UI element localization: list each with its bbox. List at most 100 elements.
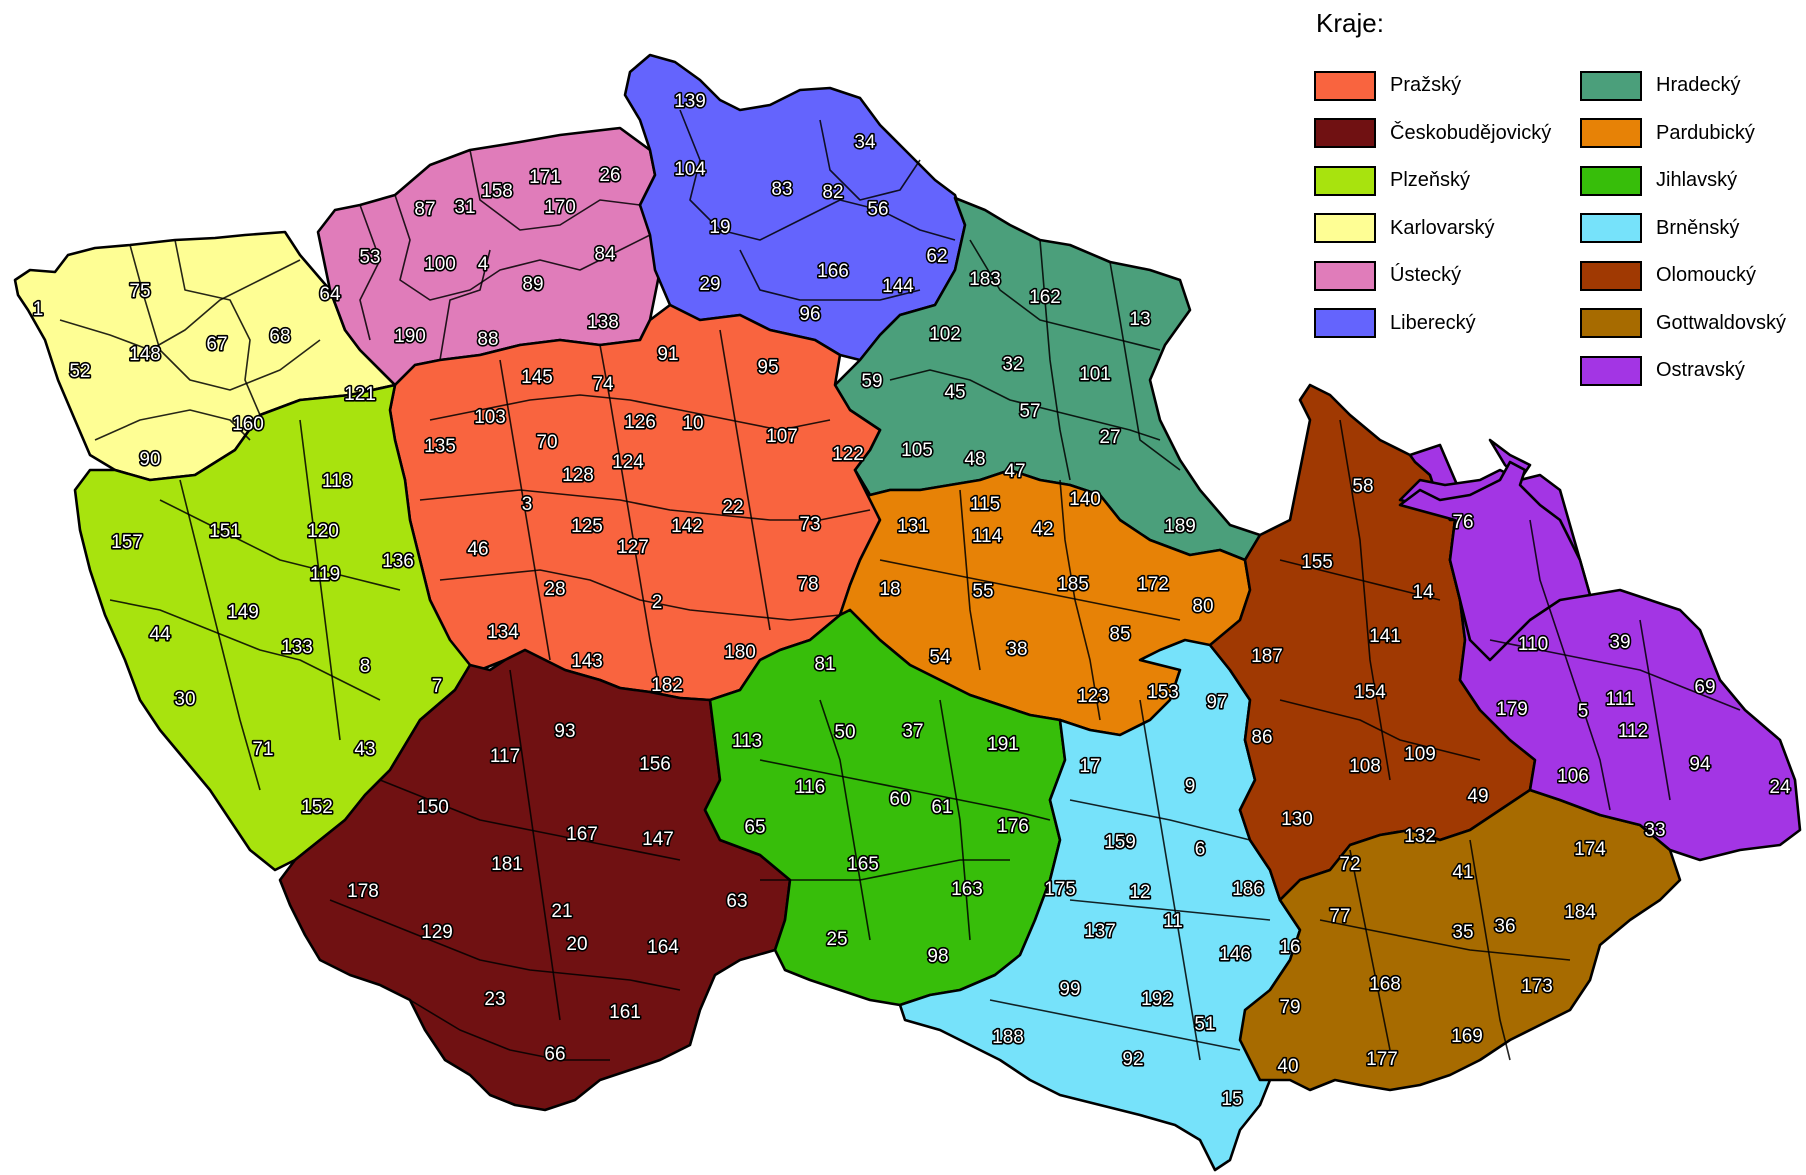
district-label-60: 60 — [889, 789, 910, 810]
district-label-20: 20 — [566, 934, 587, 955]
district-label-23: 23 — [484, 989, 505, 1010]
district-label-172: 172 — [1137, 574, 1169, 595]
legend-label-liberecky: Liberecký — [1390, 311, 1476, 334]
district-label-51: 51 — [1194, 1014, 1215, 1035]
legend-item-prazsky: Pražský — [1314, 62, 1551, 110]
district-label-103: 103 — [474, 407, 506, 428]
legend-item-hradecky: Hradecký — [1580, 62, 1786, 110]
legend-swatch-pardubicky — [1580, 118, 1642, 149]
legend-swatch-gottwaldovsky — [1580, 308, 1642, 339]
district-label-94: 94 — [1689, 754, 1711, 775]
district-label-21: 21 — [551, 901, 572, 922]
district-label-161: 161 — [609, 1002, 641, 1023]
district-label-125: 125 — [571, 516, 603, 537]
district-label-118: 118 — [322, 471, 352, 492]
district-label-177: 177 — [1366, 1049, 1398, 1070]
district-label-188: 188 — [992, 1027, 1024, 1048]
district-label-34: 34 — [854, 132, 876, 153]
district-label-113: 113 — [732, 731, 762, 752]
district-label-25: 25 — [826, 929, 847, 950]
district-label-85: 85 — [1109, 624, 1130, 645]
district-label-3: 3 — [522, 494, 533, 515]
district-label-5: 5 — [1578, 701, 1589, 722]
district-label-145: 145 — [521, 367, 553, 388]
district-label-90: 90 — [139, 449, 160, 470]
district-label-44: 44 — [149, 624, 171, 645]
district-label-104: 104 — [674, 159, 706, 180]
district-label-87: 87 — [414, 199, 435, 220]
district-label-54: 54 — [929, 647, 951, 668]
district-label-72: 72 — [1339, 854, 1360, 875]
district-label-75: 75 — [129, 281, 150, 302]
district-label-57: 57 — [1019, 401, 1040, 422]
district-label-142: 142 — [671, 516, 703, 537]
district-label-32: 32 — [1002, 354, 1023, 375]
district-label-18: 18 — [879, 579, 900, 600]
district-label-47: 47 — [1004, 461, 1025, 482]
district-label-175: 175 — [1044, 879, 1076, 900]
legend-swatch-liberecky — [1314, 308, 1376, 339]
district-label-52: 52 — [69, 361, 90, 382]
district-label-49: 49 — [1467, 786, 1488, 807]
district-label-110: 110 — [1518, 634, 1548, 655]
district-label-58: 58 — [1352, 476, 1373, 497]
legend-title: Kraje: — [1316, 8, 1384, 38]
district-label-2: 2 — [652, 592, 663, 613]
district-label-166: 166 — [817, 261, 849, 282]
district-label-139: 139 — [674, 91, 706, 112]
district-label-9: 9 — [1185, 776, 1196, 797]
legend-item-liberecky: Liberecký — [1314, 300, 1551, 348]
district-label-190: 190 — [394, 326, 426, 347]
district-label-6: 6 — [1195, 839, 1206, 860]
legend-label-gottwaldovsky: Gottwaldovský — [1656, 311, 1787, 334]
legend-item-brnensky: Brněnský — [1580, 205, 1786, 253]
district-label-165: 165 — [847, 854, 879, 875]
district-label-55: 55 — [972, 581, 993, 602]
district-label-95: 95 — [757, 357, 778, 378]
district-label-121: 121 — [344, 384, 376, 405]
legend-label-pardubicky: Pardubický — [1656, 121, 1755, 144]
legend-item-olomoucky: Olomoucký — [1580, 252, 1786, 300]
district-label-65: 65 — [744, 817, 765, 838]
legend-swatch-olomoucky — [1580, 260, 1642, 291]
district-label-50: 50 — [834, 722, 855, 743]
district-label-37: 37 — [902, 721, 923, 742]
district-label-122: 122 — [832, 444, 864, 465]
district-label-15: 15 — [1221, 1089, 1242, 1110]
district-label-120: 120 — [307, 521, 339, 542]
district-label-136: 136 — [382, 551, 414, 572]
legend-item-pardubicky: Pardubický — [1580, 110, 1786, 158]
legend-swatch-plzensky — [1314, 165, 1376, 196]
district-label-99: 99 — [1059, 979, 1080, 1000]
district-label-117: 117 — [490, 746, 520, 767]
district-label-102: 102 — [929, 324, 961, 345]
district-label-83: 83 — [771, 179, 792, 200]
district-label-126: 126 — [624, 412, 656, 433]
district-label-63: 63 — [726, 891, 747, 912]
district-borders — [59, 109, 1741, 1061]
district-label-168: 168 — [1369, 974, 1401, 995]
district-label-152: 152 — [301, 797, 333, 818]
legend-label-ceskobudejovicky: Českobudějovický — [1390, 121, 1552, 144]
legend-label-karlovarsky: Karlovarský — [1390, 216, 1495, 239]
district-label-82: 82 — [822, 182, 843, 203]
district-label-176: 176 — [997, 816, 1029, 837]
district-label-109: 109 — [1404, 744, 1436, 765]
district-label-16: 16 — [1279, 937, 1300, 958]
legend-swatch-ustecky — [1314, 260, 1376, 291]
legend-swatch-prazsky — [1314, 70, 1376, 101]
district-label-127: 127 — [617, 537, 649, 558]
district-label-170: 170 — [544, 197, 576, 218]
district-label-24: 24 — [1769, 777, 1791, 798]
district-label-36: 36 — [1494, 916, 1515, 937]
district-label-74: 74 — [592, 374, 614, 395]
district-label-10: 10 — [682, 413, 703, 434]
district-label-12: 12 — [1129, 882, 1150, 903]
district-label-181: 181 — [491, 854, 523, 875]
legend-item-gottwaldovsky: Gottwaldovský — [1580, 300, 1786, 348]
district-label-169: 169 — [1451, 1026, 1483, 1047]
district-label-134: 134 — [487, 622, 519, 643]
district-label-28: 28 — [544, 579, 565, 600]
district-label-91: 91 — [657, 344, 678, 365]
